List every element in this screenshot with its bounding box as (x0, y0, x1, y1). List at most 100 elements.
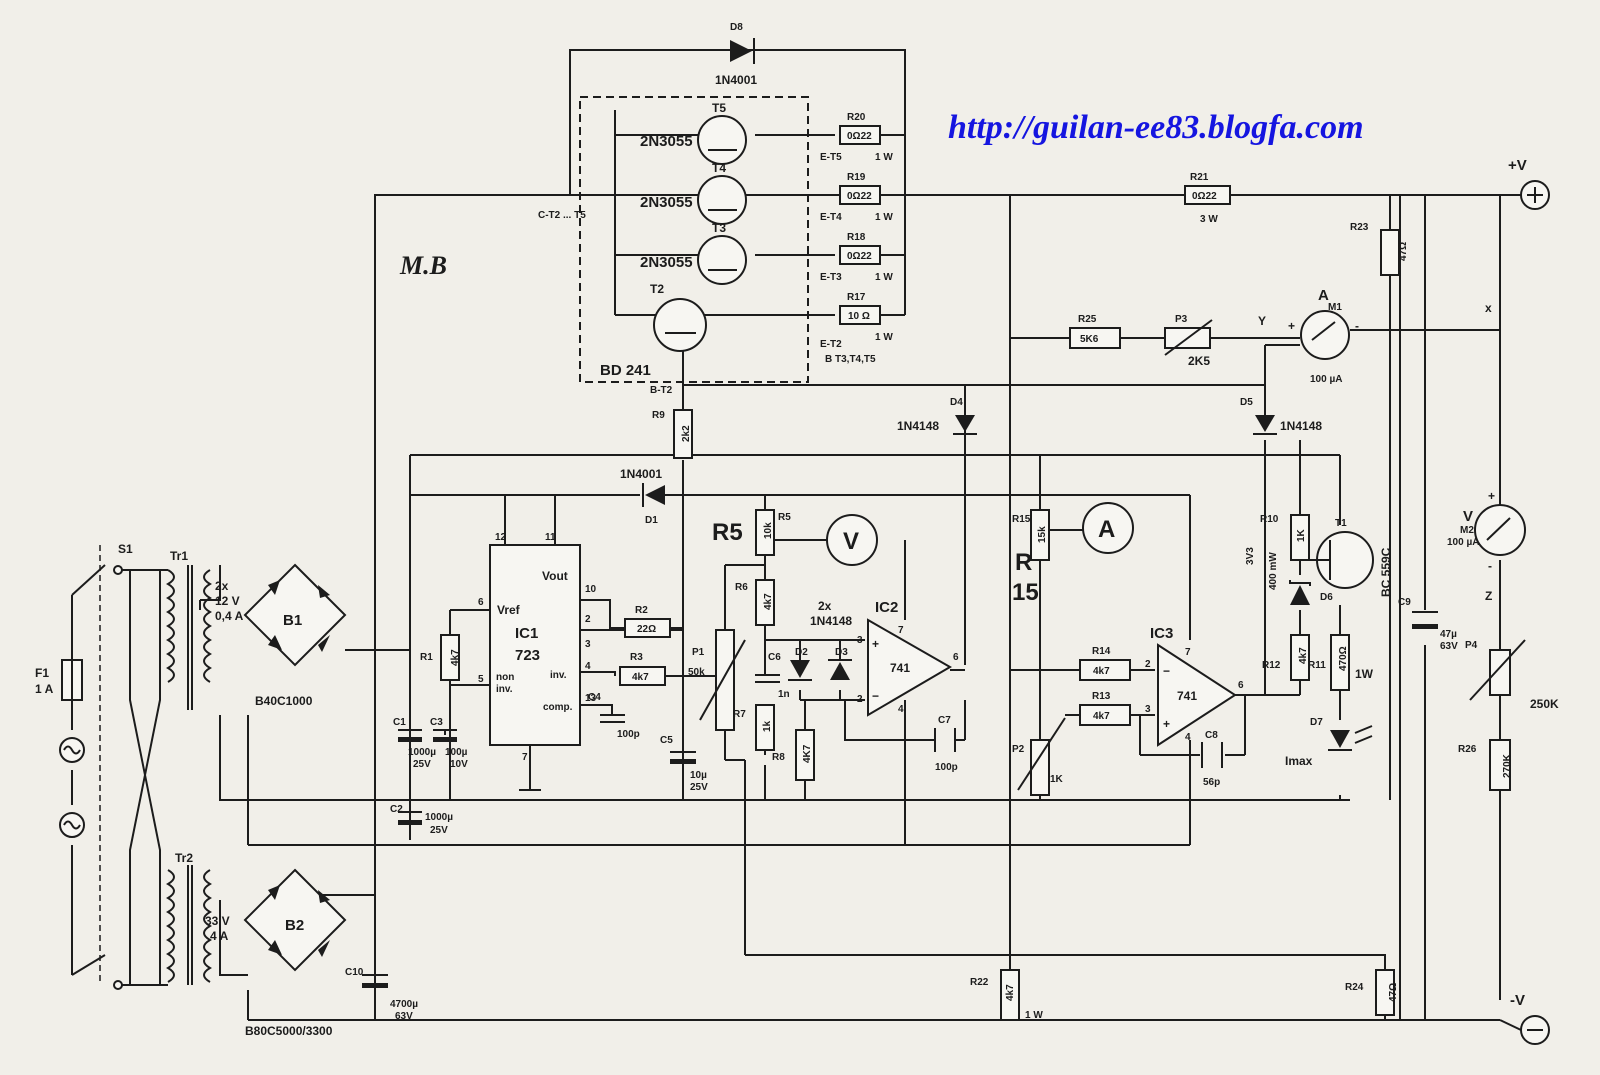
svg-text:4k7: 4k7 (763, 593, 774, 610)
resistor-r14: 4k7 R14 (1079, 646, 1131, 681)
node-c-t2-t5: C-T2 ... T5 (538, 210, 586, 221)
resistor-r8: 4K7 R8 (772, 729, 815, 781)
node-z: Z (1485, 589, 1492, 603)
svg-text:4: 4 (898, 704, 904, 715)
svg-text:P3: P3 (1175, 314, 1188, 325)
svg-text:4: 4 (1185, 732, 1191, 743)
svg-text:R23: R23 (1350, 222, 1369, 233)
svg-text:R25: R25 (1078, 314, 1097, 325)
svg-text:D8: D8 (730, 22, 743, 33)
svg-text:B80C5000/3300: B80C5000/3300 (245, 1024, 333, 1038)
blog-url: http://guilan-ee83.blogfa.com (948, 109, 1364, 146)
svg-text:1N4148: 1N4148 (1280, 419, 1322, 433)
svg-text:R17: R17 (847, 292, 866, 303)
node-e-t3: E-T3 (820, 272, 842, 283)
svg-text:100 µA: 100 µA (1310, 374, 1342, 385)
svg-text:4700µ: 4700µ (390, 999, 418, 1010)
svg-text:Imax: Imax (1285, 754, 1313, 768)
svg-text:15: 15 (1012, 579, 1039, 606)
svg-text:R24: R24 (1345, 982, 1364, 993)
svg-text:10V: 10V (450, 759, 468, 770)
resistor-r7: 1k R7 (733, 704, 775, 751)
svg-text:B40C1000: B40C1000 (255, 694, 313, 708)
svg-text:1K: 1K (1296, 528, 1307, 542)
svg-text:723: 723 (515, 647, 540, 664)
potentiometer-p1: P1 50k (688, 629, 746, 731)
svg-text:Tr1: Tr1 (170, 549, 188, 563)
potentiometer-p2: P2 1K (1012, 717, 1066, 796)
svg-text:47Ω: 47Ω (1398, 242, 1409, 261)
svg-text:1W: 1W (1355, 667, 1374, 681)
author-mark: M.B (399, 251, 447, 280)
svg-text:1000µ: 1000µ (408, 747, 436, 758)
resistor-r17: 10 Ω R17 1 W (839, 292, 893, 343)
bridge-b2: B2 B80C5000/3300 (243, 868, 347, 1038)
svg-text:D7: D7 (1310, 717, 1323, 728)
switch-s1: S1 (71, 542, 133, 990)
svg-text:1 W: 1 W (875, 152, 893, 163)
svg-text:1 W: 1 W (875, 272, 893, 283)
terminal-plus: +V (1500, 157, 1550, 210)
svg-text:R21: R21 (1190, 172, 1209, 183)
svg-text:R9: R9 (652, 410, 665, 421)
svg-text:7: 7 (1185, 647, 1191, 658)
capacitor-c5: C5 10µ 25V (660, 735, 708, 793)
ac-source-1 (59, 737, 85, 763)
svg-text:R11: R11 (1308, 660, 1326, 671)
terminal-minus: -V (1499, 992, 1550, 1045)
svg-text:R18: R18 (847, 232, 866, 243)
svg-text:R1: R1 (420, 652, 433, 663)
svg-text:M1: M1 (1328, 302, 1342, 313)
svg-text:B2: B2 (285, 917, 304, 934)
svg-text:BD 241: BD 241 (600, 362, 651, 379)
svg-text:BC 559C: BC 559C (1379, 547, 1393, 597)
resistor-r2: 22Ω R2 (624, 605, 671, 638)
svg-text:R15: R15 (1012, 514, 1031, 525)
svg-text:P4: P4 (1465, 640, 1478, 651)
resistor-r12: 4k7 R12 (1262, 634, 1310, 681)
svg-text:4k7: 4k7 (1005, 984, 1016, 1001)
svg-text:IC1: IC1 (515, 625, 538, 642)
svg-text:4 A: 4 A (210, 929, 229, 943)
svg-text:C10: C10 (345, 967, 364, 978)
svg-text:T4: T4 (712, 161, 726, 175)
transistor-t4: T4 2N3055 (640, 161, 747, 225)
resistor-r24: 47Ω R24 (1345, 969, 1399, 1016)
node-y: Y (1258, 314, 1266, 328)
ammeter-a: A (1049, 502, 1134, 554)
svg-text:+: + (1488, 489, 1495, 503)
capacitor-c7: C7 100p (934, 715, 958, 773)
svg-text:C3: C3 (430, 717, 443, 728)
svg-text:0,4 A: 0,4 A (215, 609, 244, 623)
diode-d4: D4 1N4148 (897, 397, 977, 435)
transistor-t3: T3 2N3055 (640, 221, 747, 285)
svg-text:2: 2 (1145, 659, 1151, 670)
zener-d6: D6 400 mW 3V3 (1245, 547, 1333, 605)
capacitor-c8: C8 56p (1201, 730, 1223, 788)
resistor-r25: 5K6 R25 (1069, 314, 1121, 349)
svg-text:25V: 25V (430, 825, 448, 836)
svg-text:IC2: IC2 (875, 599, 898, 616)
svg-text:R13: R13 (1092, 691, 1111, 702)
potentiometer-p3: P3 2K5 (1164, 314, 1213, 368)
diode-d5: D5 1N4148 (1240, 397, 1322, 435)
svg-text:Vref: Vref (497, 603, 521, 617)
svg-text:1 W: 1 W (875, 332, 893, 343)
ic3-741: 741 IC3 − + 2 3 7 6 4 (1145, 625, 1244, 747)
svg-text:V: V (1463, 508, 1473, 525)
svg-text:1 A: 1 A (35, 682, 54, 696)
svg-text:−: − (1163, 664, 1170, 678)
resistor-r19: 0Ω22 R19 1 W (839, 172, 893, 223)
svg-text:3: 3 (585, 639, 591, 650)
svg-text:D1: D1 (645, 515, 658, 526)
svg-text:15k: 15k (1037, 526, 1048, 543)
svg-text:R5: R5 (712, 519, 743, 546)
svg-text:10µ: 10µ (690, 770, 707, 781)
diode-d3: D3 (828, 647, 852, 680)
svg-text:P1: P1 (692, 647, 705, 658)
svg-text:12 V: 12 V (215, 594, 240, 608)
led-d7: D7 Imax (1285, 717, 1373, 768)
svg-text:25V: 25V (413, 759, 431, 770)
resistor-r11: 470Ω R11 1W (1308, 634, 1374, 691)
svg-text:C6: C6 (768, 652, 781, 663)
